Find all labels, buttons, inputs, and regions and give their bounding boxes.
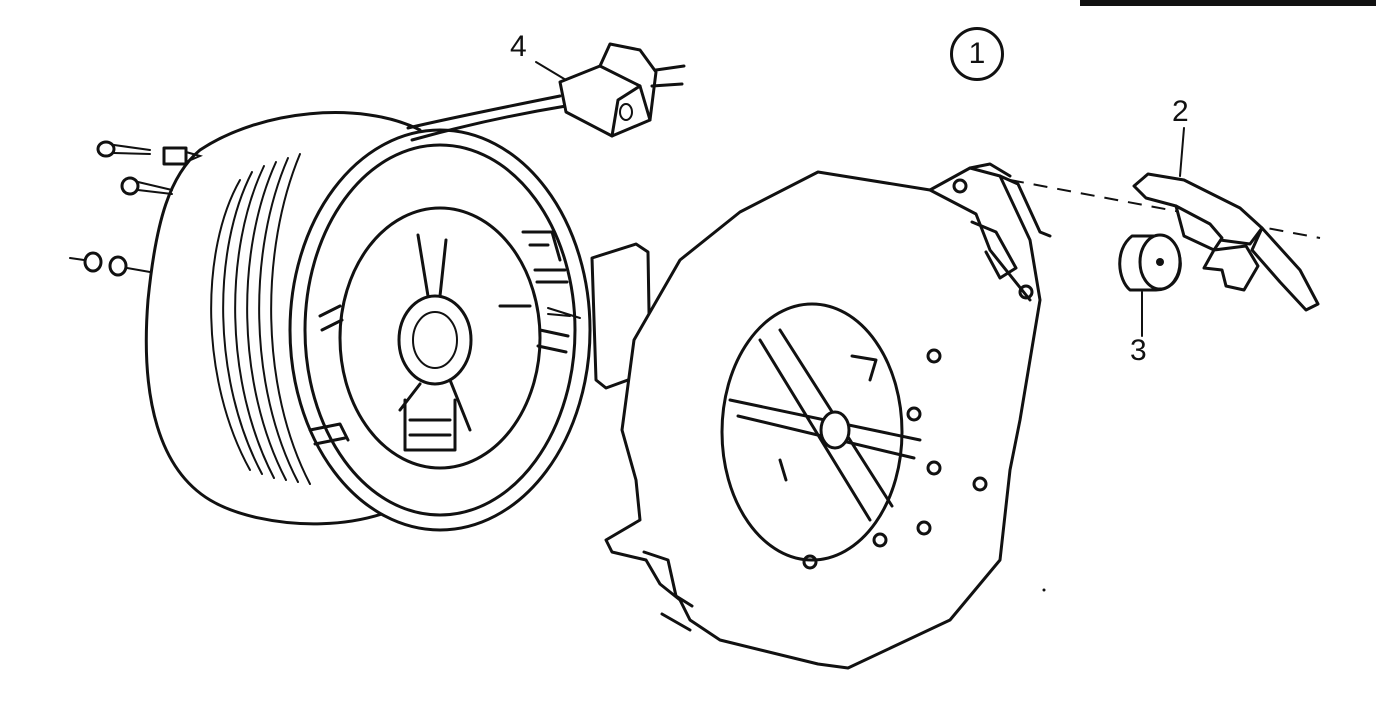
callout-roller-label: 3: [1130, 334, 1147, 367]
power-cord: [406, 94, 568, 142]
assembly-axis-line: [1009, 179, 1321, 239]
callout-lever-label: 2: [1172, 95, 1189, 128]
roller: [1118, 233, 1182, 292]
drum-front-flange: [288, 128, 592, 532]
cable-windings: [210, 153, 311, 485]
plate-center-pin: [819, 410, 851, 450]
drum-flange-inner-rim: [303, 143, 577, 517]
mounting-plate: [604, 162, 1052, 670]
release-lever: [1132, 172, 1320, 312]
clip: [162, 146, 203, 166]
drum-spring-housing: [403, 398, 457, 452]
washer-1: [83, 251, 103, 273]
drum-tabs: [308, 230, 570, 446]
screws-and-washers: [69, 140, 203, 277]
plate-center-recess: [720, 302, 904, 562]
drum-axle-opening: [397, 294, 473, 386]
power-plug: [558, 42, 686, 138]
plug-leader-line: [535, 61, 567, 81]
drum-contact: [547, 307, 581, 319]
lever-leader-line: [1179, 127, 1185, 177]
drum-hub: [338, 206, 542, 470]
assembly-number-circle: 1: [950, 27, 1004, 81]
drum-spokes: [398, 233, 472, 432]
washer-2: [69, 255, 151, 277]
plate-holes: [802, 178, 1034, 570]
screw-1: [96, 140, 151, 158]
callout-plug-label: 4: [510, 30, 527, 63]
plate-pivot-bracket: [968, 162, 1052, 238]
top-border-band: [1080, 0, 1376, 6]
cable-drum: [144, 111, 592, 532]
plate-slot-lower: [642, 550, 694, 608]
screw-2: [120, 176, 173, 196]
drum-back-rim: [144, 111, 442, 526]
